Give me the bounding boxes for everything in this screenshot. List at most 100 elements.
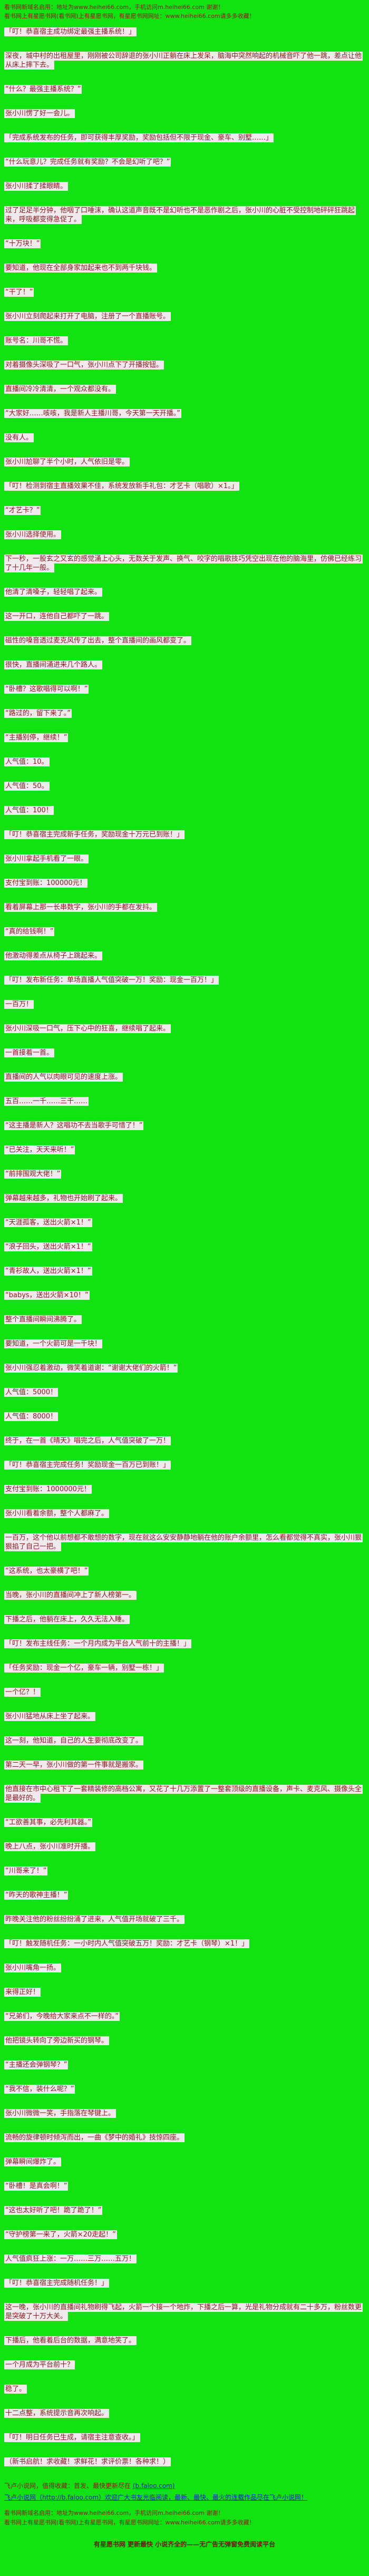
paragraph-text: 「叮！恭喜宿主成功绑定最强主播系统！」 [4,27,137,36]
paragraph-text: “babys，送出火箭×10！” [4,1291,90,1300]
paragraph-text: “大家好……咳咳，我是新人主播川哥，今天第一天开播。” [4,409,181,418]
paragraph: 支付宝到账：1000000元！ [4,1485,365,1494]
paragraph: 五百……一千……三千…… [4,1097,365,1106]
paragraph-text: “浪子回头，送出火箭×1！” [4,1242,92,1251]
paragraph-text: “守护榜第一来了，火箭×20走起！” [4,2230,117,2239]
paragraph: 「叮！恭喜宿主完成新手任务，奖励现金十万元已到账！」 [4,830,365,839]
paragraph-text: 这一晚，张小川的直播间礼物刷得飞起，火箭一个接一个地炸，下播之后一算，光是礼物分… [4,2303,363,2321]
paragraph: “干了！” [4,288,365,297]
site-slogan: 有星愿书网 更新最快 小说齐全的——无广告无弹窗免费阅读平台 [93,2541,276,2548]
paragraph-text: 「叮！恭喜宿主完成新手任务，奖励现金十万元已到账！」 [4,830,185,839]
paragraph: “这也太好听了吧！跪了跪了！” [4,2206,365,2215]
paragraph-text: “干了！” [4,288,34,297]
paragraph-text: 张小川微微一笑，手指落在琴键上。 [4,2109,116,2118]
paragraph: “babys，送出火箭×10！” [4,1291,365,1300]
paragraph: 「完成系统发布的任务，即可获得丰厚奖励，奖励包括但不限于现金、豪车、别墅……」 [4,133,365,142]
faloo-link-line: 飞卢小说网（http://b.faloo.com）欢迎广大书友光临阅读，最新、最… [4,2493,365,2502]
paragraph: 张小川看着余额，整个人都麻了。 [4,1509,365,1518]
page-footer: 飞卢小说网，值得收藏：首发、最快更新尽在 (b.faloo.com) 飞卢小说网… [4,2482,365,2549]
paragraph: 稳了。 [4,2385,365,2394]
paragraph: 「叮！触发随机任务：一小时内人气值突破五万！奖励：才艺卡（钢琴）×1！」 [4,1939,365,1948]
paragraph-text: “天涯孤客，送出火箭×1！” [4,1218,92,1227]
paragraph: 张小川微微一笑，手指落在琴键上。 [4,2109,365,2118]
paragraph-text: 张小川立刻爬起来打开了电脑，注册了一个直播账号。 [4,312,171,321]
paragraph-text: 一个亿？！ [4,1688,41,1697]
paragraph-text: 这一刻，他知道，自己的人生要彻底改变了。 [4,1736,144,1745]
paragraph-text: 当晚，张小川的直播间冲上了新人榜第一。 [4,1591,137,1600]
paragraph-text: 直播间的人气以肉眼可见的速度上涨。 [4,1073,123,1082]
paragraph: 昨晚关注他的粉丝纷纷涌了进来，人气值开场就破了三千。 [4,1915,365,1924]
paragraph: 过了足足半分钟，他咽了口唾沫，确认这道声音既不是幻听也不是恶作剧之后，张小川的心… [4,206,365,224]
paragraph-text: 人气值：50。 [4,782,50,791]
paragraph-text: 他把镜头转向了旁边新买的钢琴。 [4,2036,110,2045]
paragraph: 「叮！发布新任务：单场直播人气值突破一万！奖励：现金一百万！」 [4,976,365,985]
paragraph-text: 「叮！发布主线任务：一个月内成为平台人气前十的主播！」 [4,1639,192,1648]
paragraph-text: “前排围观大佬！” [4,1170,62,1179]
paragraph-text: 过了足足半分钟，他咽了口唾沫，确认这道声音既不是幻听也不是恶作剧之后，张小川的心… [4,206,356,224]
paragraph: “浪子回头，送出火箭×1！” [4,1242,365,1251]
paragraph: 「叮！发布主线任务：一个月内成为平台人气前十的主播！」 [4,1639,365,1648]
paragraph: 直播间的人气以肉眼可见的速度上涨。 [4,1073,365,1082]
paragraph-text: 弹幕瞬间爆炸了。 [4,2157,62,2166]
paragraph: 「叮！恭喜宿主完成随机任务！」 [4,2279,365,2288]
paragraph: 看着屏幕上那一长串数字，张小川的手都在发抖。 [4,903,365,912]
paragraph: 账号名：川哥不慌。 [4,336,365,345]
paragraph: 一个亿？！ [4,1688,365,1697]
paragraph: “这主播是新人？这唱功不去当歌手可惜了！” [4,1121,365,1130]
paragraph-text: “这也太好听了吧！跪了跪了！” [4,2206,103,2215]
paragraph-text: 张小川愣了好一会儿。 [4,109,75,118]
paragraph-text: 一首接着一首。 [4,1048,55,1057]
paragraph-text: 看着屏幕上那一长串数字，张小川的手都在发抖。 [4,903,158,912]
paragraph-text: 下播后，他看着后台的数据，满意地笑了。 [4,2336,137,2345]
paragraph-text: 第二天一早，张小川做的第一件事就是搬家。 [4,1761,144,1770]
paragraph: “主播还会弹钢琴？” [4,2060,365,2069]
paragraph: 「任务奖励：现金一个亿，豪车一辆，别墅一栋！」 [4,1664,365,1673]
paragraph: 终于，在一首《晴天》唱完之后，人气值突破了一万！ [4,1436,365,1445]
paragraph-text: “卧槽！是真会啊！” [4,2182,69,2191]
paragraph-text: 「完成系统发布的任务，即可获得丰厚奖励，奖励包括但不限于现金、豪车、别墅……」 [4,133,274,142]
paragraph-text: 「叮！明日任务已生成，请宿主注意查收。」 [4,2433,140,2442]
paragraph: 人气值：5000！ [4,1388,365,1397]
faloo-short-link[interactable]: (b.faloo.com) [132,2482,175,2490]
paragraph: 弹幕瞬间爆炸了。 [4,2157,365,2166]
paragraph: 十二点整，系统提示音再次响起。 [4,2409,365,2418]
paragraph: 这一晚，张小川的直播间礼物刷得飞起，火箭一个接一个地炸，下播之后一算，光是礼物分… [4,2303,365,2321]
paragraph-text: 张小川嘴角一扬。 [4,1963,62,1972]
paragraph-text: 人气值：10。 [4,757,50,766]
paragraph: “守护榜第一来了，火箭×20走起！” [4,2230,365,2239]
paragraph-text: “兄弟们，今晚给大家来点不一样的。” [4,2012,120,2021]
paragraph: 一首接着一首。 [4,1048,365,1057]
paragraph-text: 直播间冷冷清清，一个观众都没有。 [4,385,116,394]
paragraph-text: “什么？最强主播系统？” [4,85,82,94]
paragraph: “真的给钱啊！” [4,927,365,936]
paragraph-text: 支付宝到账：100000元！ [4,879,88,888]
paragraph-text: 磁性的嗓音透过麦克风传了出去，整个直播间的画风都变了。 [4,636,192,645]
paragraph-text: 下播之后，他躺在床上，久久无法入睡。 [4,1615,130,1624]
faloo-site-link[interactable]: 飞卢小说网（http://b.faloo.com）欢迎广大书友光临阅读，最新、最… [4,2494,308,2501]
paragraph: “主播别停，继续！” [4,733,365,742]
paragraph-text: “什么玩意儿？完成任务就有奖励？不会是幻听了吧？” [4,158,171,167]
paragraph: 张小川嘴角一扬。 [4,1963,365,1972]
paragraph: 当晚，张小川的直播间冲上了新人榜第一。 [4,1591,365,1600]
paragraph: “兄弟们，今晚给大家来点不一样的。” [4,2012,365,2021]
paragraph-text: 稳了。 [4,2385,27,2394]
paragraph: 这一刻，他知道，自己的人生要彻底改变了。 [4,1736,365,1745]
paragraph-text: 张小川深吸一口气，压下心中的狂喜，继续唱了起来。 [4,1024,171,1033]
paragraph-text: 昨晚关注他的粉丝纷纷涌了进来，人气值开场就破了三千。 [4,1915,185,1924]
faloo-note-line: 飞卢小说网，值得收藏：首发、最快更新尽在 (b.faloo.com) [4,2482,365,2490]
paragraph: “路过的，留下来了。” [4,709,365,718]
paragraph: “昨天的歌神主播！” [4,1891,365,1900]
paragraph: 下一秒，一股玄之又玄的感觉涌上心头，无数关于发声、换气、咬字的唱歌技巧凭空出现在… [4,555,365,572]
paragraph-text: 「叮！恭喜宿主完成随机任务！」 [4,2279,110,2288]
paragraph-text: 张小川揉了揉眼睛。 [4,182,69,191]
paragraph: 张小川深吸一口气，压下心中的狂喜，继续唱了起来。 [4,1024,365,1033]
paragraph-text: “主播还会弹钢琴？” [4,2060,69,2069]
paragraph: 人气值：8000！ [4,1412,365,1421]
paragraph-text: “昨天的歌神主播！” [4,1891,69,1900]
paragraph: “川哥来了！” [4,1867,365,1875]
paragraph: “工欲善其事，必先利其器。” [4,1818,365,1827]
paragraph: 人气值：10。 [4,757,365,766]
paragraph: 张小川强忍着激动，微笑着道谢：“谢谢大佬们的火箭！” [4,1364,365,1373]
paragraph-text: 一个月成为平台前十？ [4,2360,75,2369]
paragraph: 「叮！恭喜宿主成功绑定最强主播系统！」 [4,27,365,36]
